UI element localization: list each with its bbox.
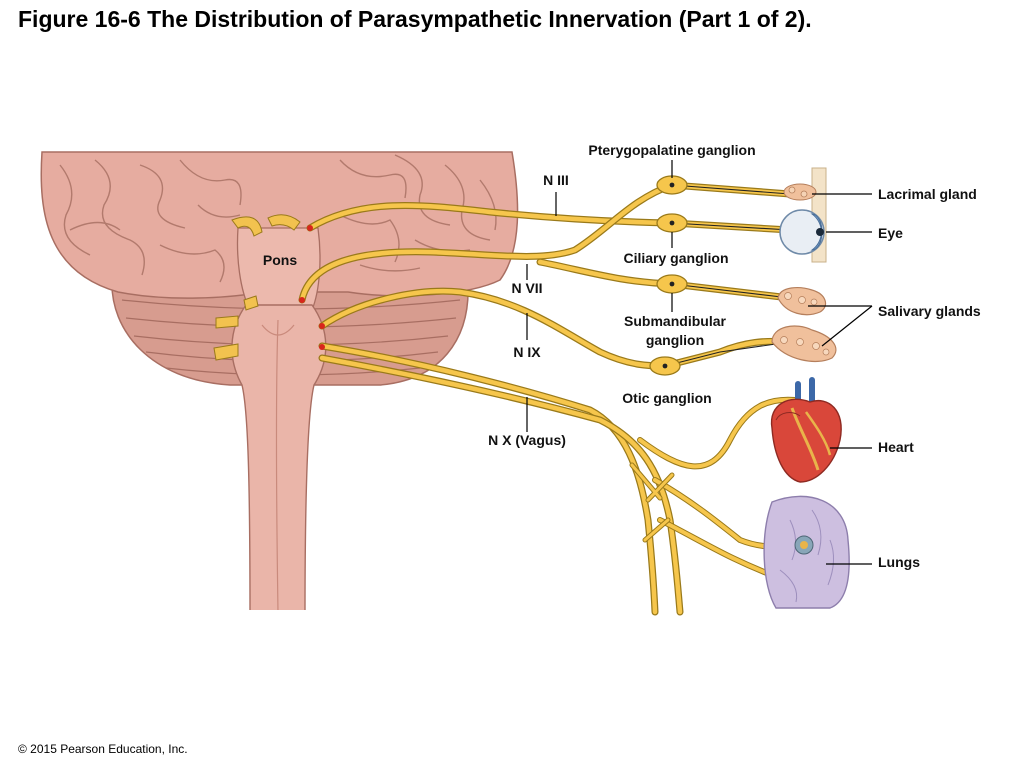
label-n-ix: N IX (513, 344, 541, 360)
page-title: Figure 16-6 The Distribution of Parasymp… (18, 6, 812, 32)
heart-icon (770, 377, 842, 483)
nerve-origin-dots (299, 225, 325, 350)
label-submandibular-line1: Submandibular (624, 313, 726, 329)
label-heart: Heart (878, 439, 914, 455)
label-pterygopalatine-ganglion: Pterygopalatine ganglion (588, 142, 755, 158)
label-n-vii: N VII (511, 280, 542, 296)
nerve-n-iii (306, 201, 794, 234)
fiber-lines (664, 184, 791, 367)
label-n-iii: N III (543, 172, 569, 188)
label-lungs: Lungs (878, 554, 920, 570)
gland-icon (771, 287, 837, 363)
lungs-icon (763, 495, 850, 609)
label-salivary-glands: Salivary glands (878, 303, 981, 319)
label-submandibular-line2: ganglion (646, 332, 704, 348)
label-ciliary-ganglion: Ciliary ganglion (623, 250, 728, 266)
eye-icon (779, 209, 825, 255)
label-n-x-vagus: N X (Vagus) (488, 432, 566, 448)
nerve-n-ix (318, 287, 794, 370)
label-otic-ganglion: Otic ganglion (622, 390, 711, 406)
copyright: © 2015 Pearson Education, Inc. (18, 742, 188, 756)
leader-lines (526, 160, 873, 565)
cranial-nerve-stumps (213, 214, 301, 361)
label-lacrimal-gland: Lacrimal gland (878, 186, 977, 202)
label-pons: Pons (263, 252, 297, 268)
nerve-n-x-vagus (318, 342, 803, 616)
salivary-gland-lower (771, 325, 837, 363)
brainstem (231, 304, 327, 610)
label-eye: Eye (878, 225, 903, 241)
